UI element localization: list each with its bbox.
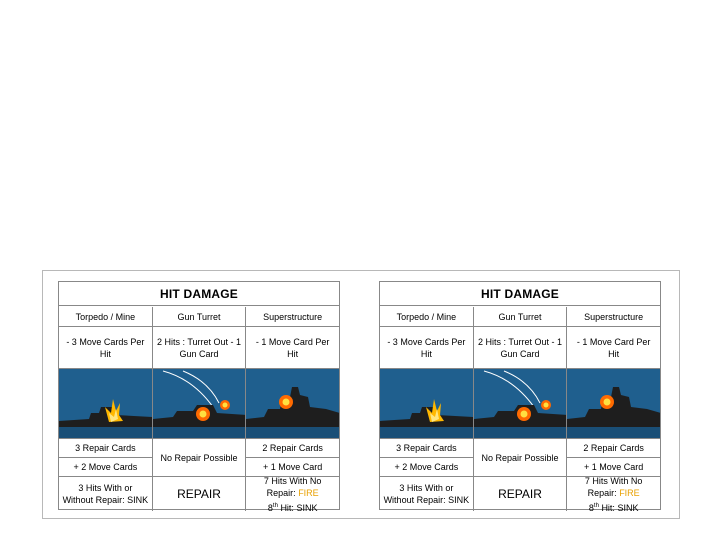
fire-line: 7 Hits With No Repair: FIRE	[584, 475, 643, 498]
superstructure-hit-illustration	[567, 369, 661, 439]
superstructure-column: Superstructure - 1 Move Card Per Hit 2 R…	[246, 307, 340, 513]
fire-line: 7 Hits With No Repair: FIRE	[263, 475, 322, 498]
move-bonus: + 1 Move Card	[567, 458, 661, 477]
fire-sink-condition: 7 Hits With No Repair: FIRE 8th Hit: SIN…	[246, 475, 339, 513]
gun-turret-column: Gun Turret 2 Hits : Turret Out - 1 Gun C…	[473, 307, 568, 511]
move-bonus: + 2 Move Cards	[380, 458, 473, 477]
column-header: Gun Turret	[152, 307, 246, 327]
no-repair-note: No Repair Possible	[473, 439, 567, 477]
column-header: Torpedo / Mine	[59, 307, 152, 327]
fire-sink-condition: 7 Hits With No Repair: FIRE 8th Hit: SIN…	[567, 475, 660, 513]
repair-cost: 3 Repair Cards	[59, 439, 152, 458]
hit-damage-card-right: HIT DAMAGE Torpedo / Mine - 3 Move Cards…	[379, 281, 661, 513]
torpedo-mine-column: Torpedo / Mine - 3 Move Cards Per Hit 3 …	[380, 307, 474, 511]
repair-cost: 2 Repair Cards	[246, 439, 340, 458]
damage-effect: 2 Hits : Turret Out - 1 Gun Card	[152, 327, 246, 369]
torpedo-hit-illustration	[380, 369, 473, 439]
fire-text: FIRE	[298, 487, 319, 498]
column-header: Gun Turret	[473, 307, 567, 327]
damage-effect: 2 Hits : Turret Out - 1 Gun Card	[473, 327, 567, 369]
turret-hit-illustration	[152, 369, 246, 439]
sink-condition: 3 Hits With or Without Repair: SINK	[383, 483, 470, 505]
torpedo-hit-illustration	[59, 369, 152, 439]
repair-label: REPAIR	[177, 487, 221, 501]
superstructure-hit-illustration	[246, 369, 340, 439]
sink-line: 8th Hit: SINK	[588, 502, 639, 513]
column-header: Superstructure	[567, 307, 661, 327]
column-header: Torpedo / Mine	[380, 307, 473, 327]
fire-text: FIRE	[619, 487, 640, 498]
sink-condition: 3 Hits With or Without Repair: SINK	[62, 483, 149, 505]
repair-label: REPAIR	[498, 487, 542, 501]
damage-effect: - 3 Move Cards Per Hit	[380, 327, 473, 369]
damage-effect: - 1 Move Card Per Hit	[567, 327, 661, 369]
repair-cost: 3 Repair Cards	[380, 439, 473, 458]
damage-effect: - 1 Move Card Per Hit	[246, 327, 340, 369]
superstructure-column: Superstructure - 1 Move Card Per Hit 2 R…	[567, 307, 661, 513]
move-bonus: + 2 Move Cards	[59, 458, 152, 477]
repair-cost: 2 Repair Cards	[567, 439, 661, 458]
card-title: HIT DAMAGE	[59, 282, 339, 306]
damage-effect: - 3 Move Cards Per Hit	[59, 327, 152, 369]
gun-turret-column: Gun Turret 2 Hits : Turret Out - 1 Gun C…	[152, 307, 247, 511]
card-title: HIT DAMAGE	[380, 282, 660, 306]
turret-hit-illustration	[473, 369, 567, 439]
card-sheet: HIT DAMAGE Torpedo / Mine - 3 Move Cards…	[42, 270, 680, 519]
no-repair-note: No Repair Possible	[152, 439, 246, 477]
hit-damage-card-left: HIT DAMAGE Torpedo / Mine - 3 Move Cards…	[58, 281, 340, 513]
move-bonus: + 1 Move Card	[246, 458, 340, 477]
torpedo-mine-column: Torpedo / Mine - 3 Move Cards Per Hit 3 …	[59, 307, 153, 511]
sink-line: 8th Hit: SINK	[267, 502, 318, 513]
column-header: Superstructure	[246, 307, 340, 327]
